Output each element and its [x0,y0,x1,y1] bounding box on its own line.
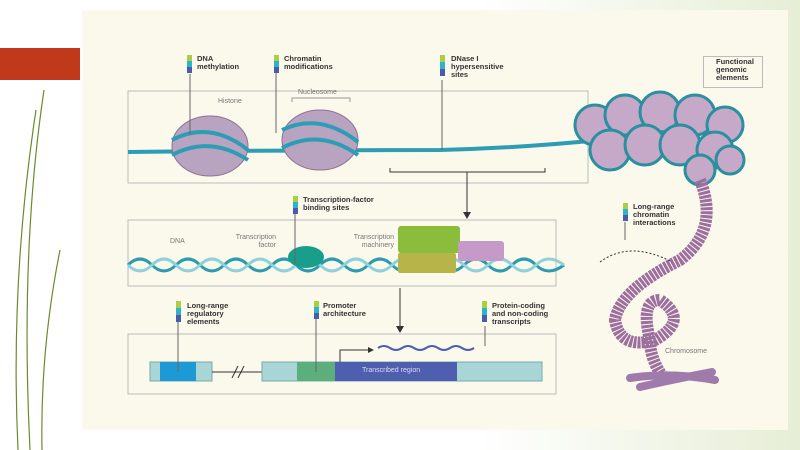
caption-nucleosome: Nucleosome [298,89,337,96]
decorative-lines [15,89,61,450]
caption-dna: DNA [170,238,185,245]
label-long-range-regulatory: Long-range regulatory elements [187,301,229,326]
caption-transcription-machinery: Transcription machinery [353,234,394,249]
label-long-range-chromatin: Long-range chromatin interactions [633,202,676,227]
transcribed-region [335,362,457,381]
legend-label: Functional genomic elements [716,57,754,82]
label-transcripts: Protein-coding and non-coding transcript… [492,301,549,326]
legend-box [703,56,763,88]
dna-box [127,219,557,287]
label-promoter: Promoter architecture [323,301,366,318]
caption-chromosome: Chromosome [665,348,708,355]
transcription-factor [288,246,324,268]
chromosome [626,368,719,391]
machinery-top [398,226,460,253]
machinery-side [458,241,504,261]
transcript [377,345,475,351]
accent-bar [0,48,80,80]
machinery-bottom [398,253,456,273]
caption-transcribed-region: Transcribed region [362,367,421,374]
label-dna-methylation: DNA methylation [197,54,240,71]
label-chromatin-modifications: Chromatin modifications [284,54,333,71]
label-dnase-sites: DNase I hypersensitive sites [451,54,504,79]
caption-histone: Histone [218,98,242,105]
gene-box [127,333,557,395]
chromatin-fiber [573,90,746,187]
caption-transcription-factor: Transcription factor [235,234,276,249]
label-tf-binding: Transcription-factor binding sites [303,195,374,212]
